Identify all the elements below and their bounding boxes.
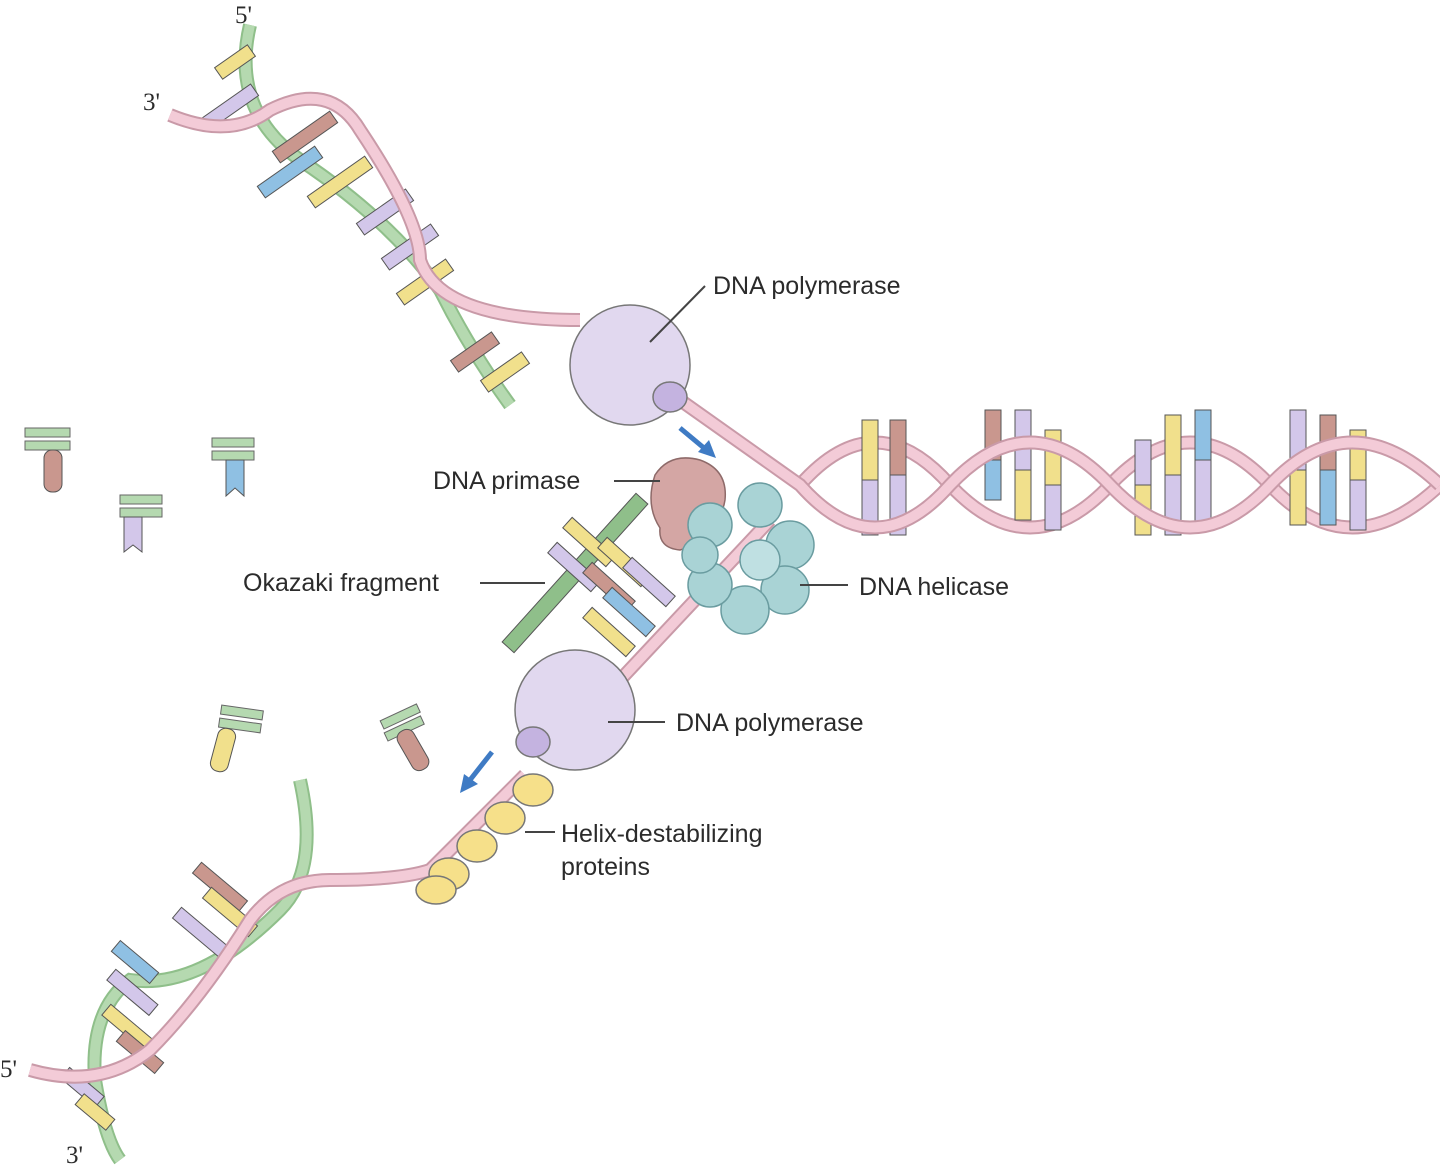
leader-polymerase-top [649,285,706,343]
free-nucleotide [119,494,163,554]
dna-polymerase-top [569,304,691,426]
label-helix-destabilizing-line2: proteins [561,853,650,881]
label-dna-polymerase-bottom: DNA polymerase [676,709,864,737]
free-nucleotide [24,427,71,493]
okazaki-fragment [501,492,676,658]
strand-end-bottom-3: 3' [66,1142,83,1169]
leading-base-pairs [200,44,531,393]
leading-strand-helix [167,23,581,410]
strand-end-top-3: 3' [143,89,160,116]
arrow-lagging-direction [460,750,494,793]
strand-end-top-5: 5' [235,2,252,29]
free-nucleotide [209,704,264,773]
free-nucleotide [379,703,430,772]
helix-destabilizing-proteins [415,773,554,905]
label-dna-helicase: DNA helicase [859,573,1009,601]
arrow-leading-direction [678,426,716,458]
label-helix-destabilizing-line1: Helix-destabilizing [561,820,762,848]
free-nucleotides [24,427,430,773]
dna-polymerase-bottom [514,649,636,771]
leader-lines [480,285,848,833]
parental-double-helix [675,394,1440,536]
lagging-base-pairs [59,861,259,1131]
strand-end-bottom-5: 5' [0,1056,17,1083]
lagging-strand-helix [28,770,530,1165]
free-nucleotide [211,437,255,498]
label-okazaki-fragment: Okazaki fragment [243,569,439,597]
label-dna-polymerase-top: DNA polymerase [713,272,901,300]
label-dna-primase: DNA primase [433,467,580,495]
dna-helicase [681,482,815,635]
